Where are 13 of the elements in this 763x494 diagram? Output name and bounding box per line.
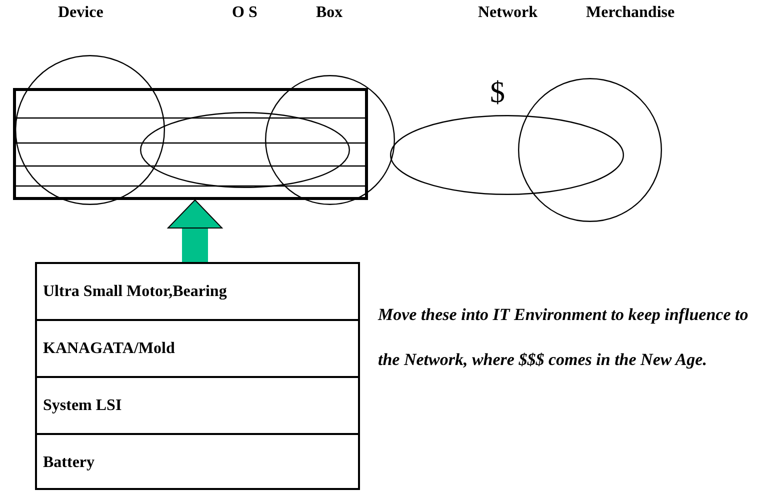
note-text: Move these into IT Environment to keep influence to the Network, where $$$ comes in the New Age. bbox=[378, 304, 750, 371]
column-heading: Device bbox=[58, 4, 104, 22]
table-row-text: Ultra Small Motor,Bearing bbox=[42, 282, 228, 302]
table-row: System LSI bbox=[37, 376, 358, 433]
column-heading: O S bbox=[232, 4, 258, 22]
column-heading: Network bbox=[478, 4, 538, 22]
parts-table bbox=[35, 262, 360, 490]
currency-symbol: $ bbox=[490, 76, 505, 110]
column-heading: Box bbox=[316, 4, 343, 22]
table-row: KANAGATA/Mold bbox=[37, 319, 358, 376]
table-row: Battery bbox=[37, 433, 358, 490]
block-arrow bbox=[168, 200, 222, 262]
column-heading: Merchandise bbox=[586, 4, 675, 22]
